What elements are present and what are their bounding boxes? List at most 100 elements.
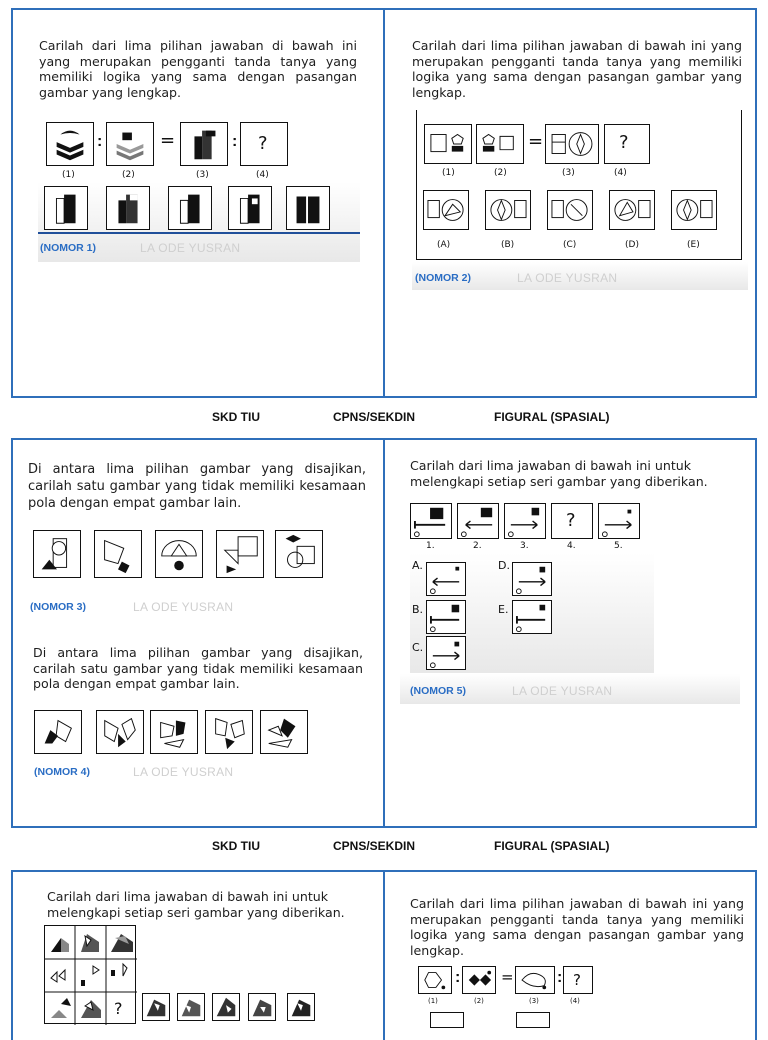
question-number-2: (NOMOR 2) bbox=[415, 272, 471, 284]
question-2-text: Carilah dari lima pilihan jawaban di baw… bbox=[412, 38, 742, 100]
question-panel-6 bbox=[383, 870, 757, 1040]
question-number-1: (NOMOR 1) bbox=[40, 242, 96, 254]
series-label: 1. bbox=[426, 541, 435, 551]
q6-option-a[interactable] bbox=[142, 993, 170, 1021]
blue-divider bbox=[38, 232, 360, 234]
q2-option-e[interactable] bbox=[671, 190, 717, 230]
q2-figure-1 bbox=[424, 124, 472, 164]
q6-option-e[interactable] bbox=[287, 993, 315, 1021]
q3-option-d[interactable] bbox=[216, 530, 264, 578]
series-label: 3. bbox=[520, 541, 529, 551]
q7-figure-3 bbox=[515, 966, 555, 994]
q2-figure-2 bbox=[476, 124, 524, 164]
q7-figure-2 bbox=[462, 966, 496, 994]
question-5-text: Carilah dari lima jawaban di bawah ini u… bbox=[410, 458, 708, 489]
q1-figure-3 bbox=[180, 122, 228, 166]
question-3-text: Di antara lima pilihan gambar yang disaj… bbox=[28, 462, 366, 511]
q3-option-c[interactable] bbox=[155, 530, 203, 578]
q2-footer-strip bbox=[412, 262, 748, 290]
watermark: LA ODE YUSRAN bbox=[133, 600, 234, 614]
option-label: (C) bbox=[563, 240, 577, 250]
q3-option-e[interactable] bbox=[275, 530, 323, 578]
option-label: D. bbox=[498, 559, 510, 572]
equals-sign: = bbox=[160, 130, 176, 151]
q4-option-d[interactable] bbox=[205, 710, 253, 754]
q2-figure-3 bbox=[545, 124, 599, 164]
q5-option-b[interactable] bbox=[426, 600, 466, 634]
q1-option-a[interactable] bbox=[44, 186, 88, 230]
figure-label: (4) bbox=[256, 170, 269, 180]
q4-option-b[interactable] bbox=[96, 710, 144, 754]
watermark: LA ODE YUSRAN bbox=[512, 684, 613, 698]
q4-option-a[interactable] bbox=[34, 710, 82, 754]
q1-option-b[interactable] bbox=[106, 186, 150, 230]
q5-option-c[interactable] bbox=[426, 636, 466, 670]
q5-series-4: ? bbox=[551, 503, 593, 539]
q7-figure-1 bbox=[418, 966, 452, 994]
q1-figure-2 bbox=[106, 122, 154, 166]
q1-option-d[interactable] bbox=[228, 186, 272, 230]
q2-option-b[interactable] bbox=[485, 190, 531, 230]
q6-option-c[interactable] bbox=[212, 993, 240, 1021]
q3-option-a[interactable] bbox=[33, 530, 81, 578]
q7-option-a[interactable] bbox=[430, 1012, 464, 1028]
q4-option-e[interactable] bbox=[260, 710, 308, 754]
footer-center: CPNS/SEKDIN bbox=[333, 410, 416, 424]
q2-figure-4: ? bbox=[604, 124, 650, 164]
figure-label: (4) bbox=[614, 168, 627, 178]
question-mark: ? bbox=[566, 510, 576, 531]
question-4-text: Di antara lima pilihan gambar yang disaj… bbox=[33, 645, 363, 691]
option-label: E. bbox=[498, 603, 509, 616]
q6-grid: ? bbox=[44, 925, 137, 1025]
q2-option-d[interactable] bbox=[609, 190, 655, 230]
q5-series-2 bbox=[457, 503, 499, 539]
question-mark: ? bbox=[258, 133, 268, 154]
q5-option-a[interactable] bbox=[426, 562, 466, 596]
option-label: (B) bbox=[501, 240, 515, 250]
equals-sign: = bbox=[501, 968, 514, 986]
q2-option-c[interactable] bbox=[547, 190, 593, 230]
option-label: (E) bbox=[687, 240, 700, 250]
question-mark: ? bbox=[573, 971, 581, 989]
question-7-text: Carilah dari lima pilihan jawaban di baw… bbox=[410, 896, 744, 958]
q5-option-e[interactable] bbox=[512, 600, 552, 634]
series-label: 5. bbox=[614, 541, 623, 551]
colon-sign: : bbox=[557, 969, 563, 986]
q2-option-a[interactable] bbox=[423, 190, 469, 230]
footer-right: FIGURAL (SPASIAL) bbox=[494, 839, 610, 853]
figure-label: (2) bbox=[494, 168, 507, 178]
figure-label: (3) bbox=[562, 168, 575, 178]
q1-figure-4: ? bbox=[240, 122, 288, 166]
footer-left: SKD TIU bbox=[212, 839, 260, 853]
q5-option-d[interactable] bbox=[512, 562, 552, 596]
option-label: B. bbox=[412, 603, 424, 616]
question-number-3: (NOMOR 3) bbox=[30, 601, 86, 613]
figure-label: (4) bbox=[570, 997, 580, 1005]
footer-center: CPNS/SEKDIN bbox=[333, 839, 416, 853]
question-mark: ? bbox=[619, 132, 629, 153]
footer-left: SKD TIU bbox=[212, 410, 260, 424]
figure-label: (1) bbox=[442, 168, 455, 178]
q1-figure-1 bbox=[46, 122, 94, 166]
option-label: A. bbox=[412, 559, 423, 572]
q6-option-d[interactable] bbox=[248, 993, 276, 1021]
q1-option-e[interactable] bbox=[286, 186, 330, 230]
colon-sign: : bbox=[97, 133, 103, 150]
q7-option-b[interactable] bbox=[516, 1012, 550, 1028]
question-number-5: (NOMOR 5) bbox=[410, 685, 466, 697]
q1-option-c[interactable] bbox=[168, 186, 212, 230]
footer-right: FIGURAL (SPASIAL) bbox=[494, 410, 610, 424]
equals-sign: = bbox=[528, 131, 544, 152]
q4-option-c[interactable] bbox=[150, 710, 198, 754]
question-mark: ? bbox=[114, 999, 123, 1018]
question-6-text: Carilah dari lima jawaban di bawah ini u… bbox=[47, 889, 345, 920]
q6-option-b[interactable] bbox=[177, 993, 205, 1021]
q3-option-b[interactable] bbox=[94, 530, 142, 578]
figure-label: (2) bbox=[122, 170, 135, 180]
colon-sign: : bbox=[232, 133, 238, 150]
figure-label: (3) bbox=[529, 997, 539, 1005]
figure-label: (1) bbox=[428, 997, 438, 1005]
question-number-4: (NOMOR 4) bbox=[34, 766, 90, 778]
q5-footer-strip bbox=[400, 674, 740, 704]
option-label: (D) bbox=[625, 240, 639, 250]
